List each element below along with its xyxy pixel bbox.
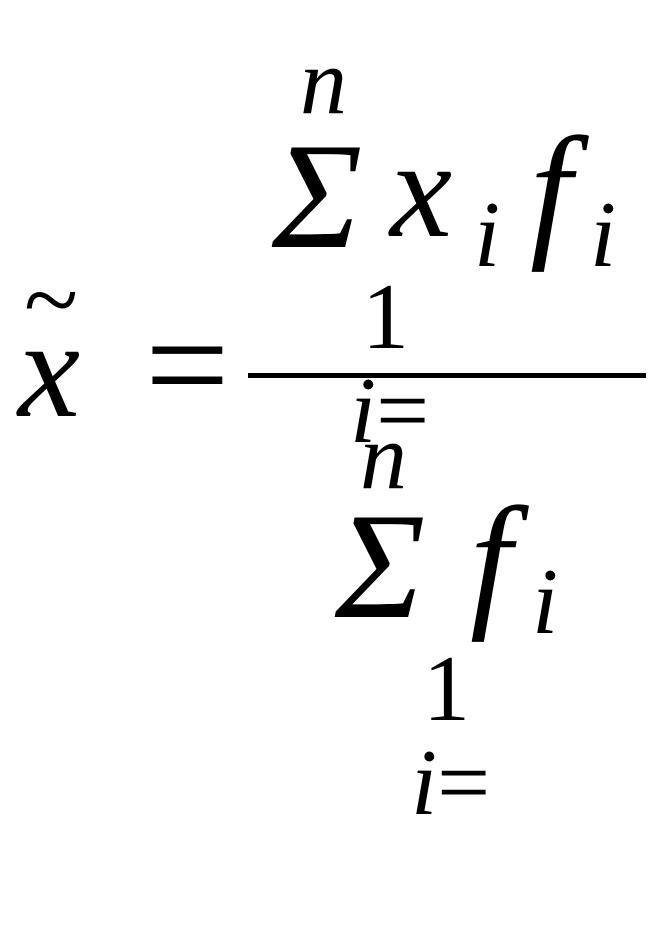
fraction-bar [248, 373, 646, 378]
denominator-lower-value: 1 [423, 637, 470, 741]
equals-sign: = [145, 282, 230, 448]
denominator-lower-index: i [411, 731, 438, 835]
denominator-term-f: f [470, 477, 512, 643]
denominator-sum-symbol: Σ [335, 482, 426, 650]
numerator-lower-value: 1 [362, 265, 409, 369]
numerator-upper-limit: n [300, 30, 347, 134]
numerator-lower-index: i [350, 359, 377, 463]
numerator-term-x: x [390, 112, 453, 267]
denominator-lower-equals: = [437, 731, 490, 835]
denominator-upper-limit: n [360, 405, 407, 509]
weighted-mean-formula: ~ x = n Σ x i f i i= 1 n Σ f i i= 1 [18, 30, 646, 830]
numerator-term-x-subscript: i [474, 183, 501, 287]
numerator-term-f: f [530, 107, 572, 273]
numerator-sum-symbol: Σ [272, 112, 363, 280]
lhs-variable: x [18, 292, 81, 447]
denominator-term-f-subscript: i [532, 550, 559, 654]
numerator-term-f-subscript: i [590, 183, 617, 287]
lhs-tilde-accent: ~ [24, 244, 79, 355]
